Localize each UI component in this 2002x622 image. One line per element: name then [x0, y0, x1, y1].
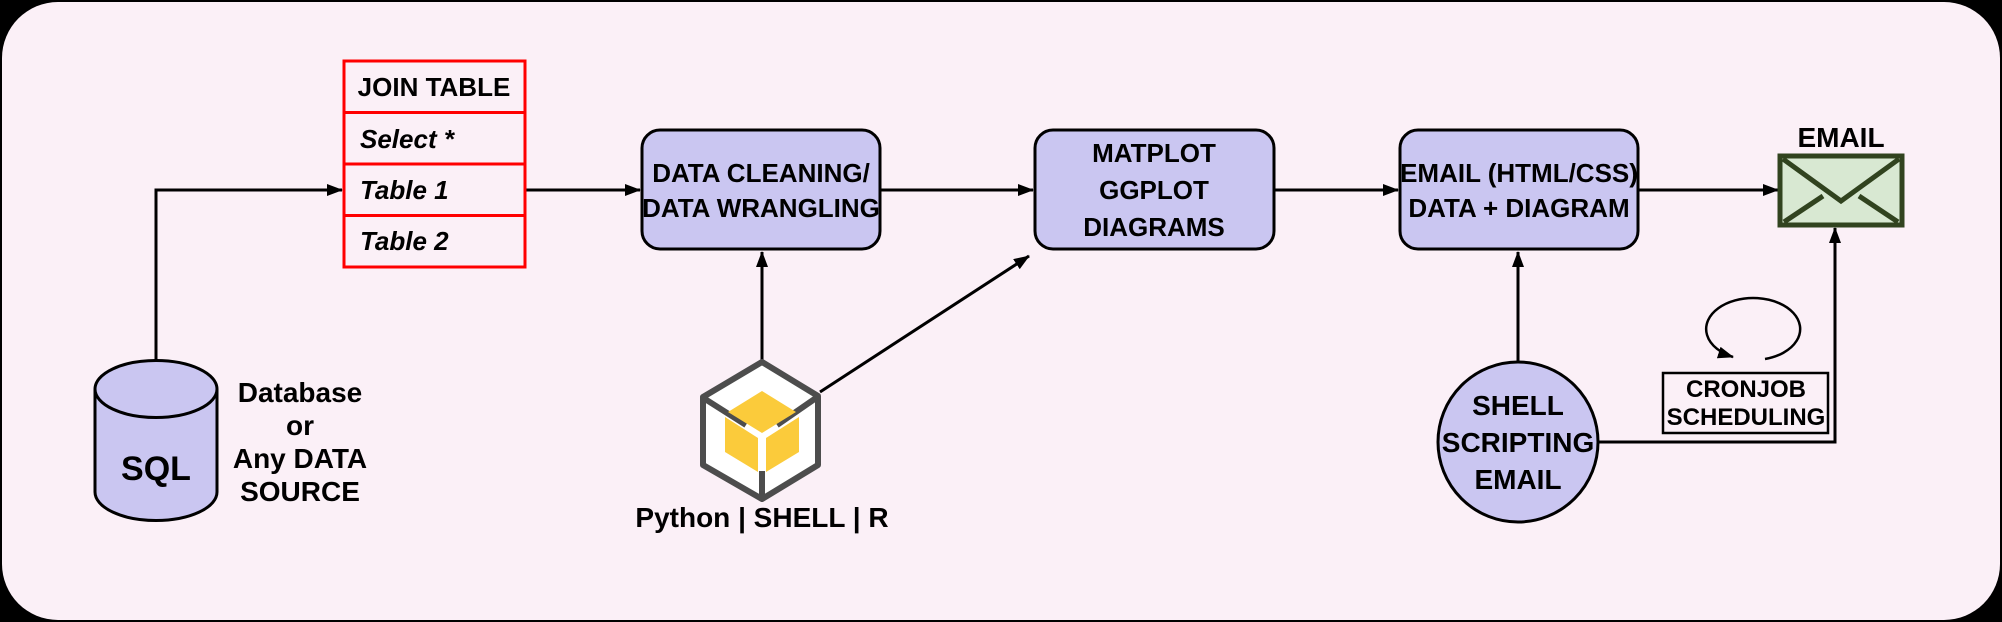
loop-arrow-icon — [1704, 296, 1802, 361]
database-caption: Database or Any DATA SOURCE — [233, 377, 367, 507]
email-compose-line: EMAIL (HTML/CSS) — [1400, 158, 1638, 188]
email-compose-node: EMAIL (HTML/CSS) DATA + DIAGRAM — [1398, 128, 1640, 251]
email-compose-line: DATA + DIAGRAM — [1408, 193, 1629, 223]
cronjob-line: CRONJOB — [1686, 376, 1806, 403]
plotting-line: GGPLOT — [1099, 175, 1209, 205]
cube-right-face — [766, 417, 799, 472]
tools-label: Python | SHELL | R — [635, 502, 888, 533]
join-table-header: JOIN TABLE — [358, 72, 511, 102]
shell-scripting-line: SHELL — [1472, 390, 1564, 421]
email-output-label: EMAIL — [1797, 122, 1884, 153]
shell-scripting-node: SHELL SCRIPTING EMAIL — [1436, 360, 1600, 524]
sql-database-cylinder: SQL — [93, 359, 219, 522]
edge-sql-to-join-table — [154, 184, 343, 360]
join-table-node: JOIN TABLE Select * Table 1 Table 2 — [342, 59, 527, 269]
envelope-fold-right — [1857, 193, 1900, 225]
caption-line: Database — [238, 377, 363, 408]
envelope-flap — [1781, 156, 1901, 205]
cylinder-top — [93, 359, 219, 419]
edge-shell-scripting-to-envelope — [1598, 227, 1841, 444]
plotting-line: MATPLOT — [1092, 138, 1216, 168]
data-cleaning-line: DATA WRANGLING — [642, 193, 880, 223]
shell-scripting-circle — [1436, 360, 1600, 524]
caption-line: Any DATA — [233, 443, 367, 474]
email-output-node: EMAIL — [1777, 122, 1905, 228]
cube-top-face — [728, 391, 796, 433]
caption-line: SOURCE — [240, 476, 360, 507]
cube-left-face — [725, 417, 758, 472]
join-table-row: Table 1 — [360, 175, 449, 205]
connectors — [154, 184, 1841, 444]
shell-scripting-line: SCRIPTING — [1442, 427, 1594, 458]
cube-edge — [703, 396, 748, 428]
join-table-row: Select * — [360, 124, 456, 154]
envelope-fold-left — [1782, 193, 1825, 225]
data-cleaning-line: DATA CLEANING/ — [652, 158, 870, 188]
caption-line: or — [286, 410, 314, 441]
plotting-line: DIAGRAMS — [1083, 212, 1225, 242]
cylinder-body — [93, 389, 219, 522]
email-compose-box — [1398, 128, 1640, 251]
edge-tools-to-plotting — [819, 254, 1030, 394]
data-cleaning-node: DATA CLEANING/ DATA WRANGLING — [640, 128, 882, 251]
data-cleaning-box — [640, 128, 882, 251]
cronjob-node: CRONJOB SCHEDULING — [1661, 371, 1830, 435]
cronjob-line: SCHEDULING — [1667, 404, 1826, 431]
plotting-node: MATPLOT GGPLOT DIAGRAMS — [1033, 128, 1276, 251]
cronjob-box — [1661, 371, 1830, 435]
shell-scripting-line: EMAIL — [1474, 464, 1561, 495]
plotting-box — [1033, 128, 1276, 251]
tools-node: Python | SHELL | R — [635, 359, 889, 533]
sql-label: SQL — [121, 450, 191, 488]
join-table-row: Table 2 — [360, 226, 449, 256]
cube-edge — [775, 395, 818, 428]
